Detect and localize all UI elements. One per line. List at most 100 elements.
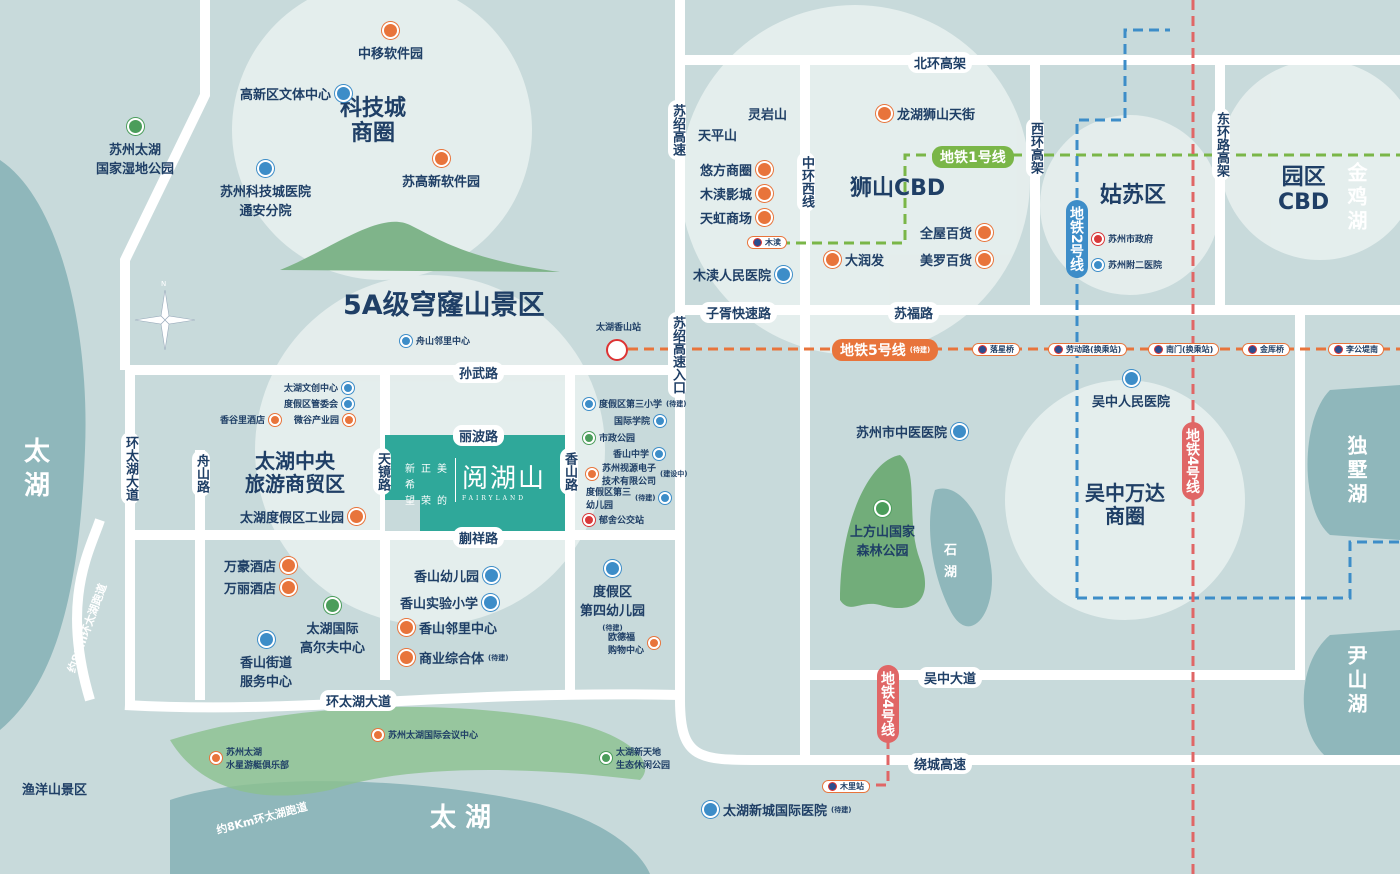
hospital-school-icon: [335, 85, 353, 102]
poi-label: 高新区文体中心: [240, 88, 332, 103]
road-xihuan: 西环高架: [1026, 118, 1044, 178]
poi-label: 天平山: [698, 129, 738, 144]
poi-label: 渔洋山景区: [22, 783, 88, 798]
district-gusu: 姑苏区: [1100, 183, 1167, 208]
poi: 香谷里酒店: [220, 413, 282, 426]
compass-icon: [134, 289, 196, 351]
metro-line4-a: 地铁4号线: [1182, 422, 1204, 500]
poi: 灵岩山: [748, 104, 787, 123]
building-icon: [398, 619, 415, 636]
road-huanhu-v: 环太湖大道: [121, 432, 139, 505]
poi-label: 太湖度假区工业园: [240, 511, 345, 526]
hospital-school-icon: [951, 423, 969, 440]
poi-label: 太湖文创中心: [284, 384, 339, 394]
hospital-school-icon: [483, 567, 501, 584]
park-icon: [583, 431, 595, 444]
poi: 太湖国际 高尔夫中心: [300, 597, 365, 656]
poi-label: 欧德福 购物中心: [608, 633, 645, 656]
station: 劳动路(换乘站): [1048, 343, 1128, 356]
district-keji: 科技城 商圈: [340, 96, 407, 147]
lake-taihu-bottom: 太 湖: [430, 803, 492, 833]
metro-logo-icon: [606, 339, 628, 361]
park-icon: [600, 752, 612, 764]
building-icon: [372, 728, 384, 741]
district-shishan: 狮山CBD: [850, 176, 946, 201]
road-sushao-ramp: 苏绍高速入口: [668, 312, 686, 398]
poi: 全屋百货: [920, 223, 994, 242]
lake-yinshan: 尹山湖: [1344, 645, 1368, 717]
poi-label: 苏州市政府: [1108, 235, 1154, 245]
metro-icon: [1154, 345, 1163, 354]
poi: 天平山: [698, 125, 737, 144]
shi-lake: [930, 488, 992, 627]
district-scenic: 5A级穹窿山景区: [343, 290, 545, 321]
project-slogan: 新正美 希 望荣的: [405, 460, 455, 507]
poi: 太湖新天地 生态休闲公园: [600, 745, 670, 771]
hospital-school-icon: [659, 492, 672, 504]
building-icon: [976, 224, 994, 241]
metro-icon: [978, 345, 987, 354]
district-taihu-central: 太湖中央 旅游商贸区: [245, 449, 345, 496]
poi: 悠方商圈: [700, 160, 774, 179]
taihu-lake-bottom: [170, 781, 650, 874]
building-icon: [343, 413, 356, 426]
poi-label: 苏州科技城医院 通安分院: [220, 185, 312, 219]
road-libo: 丽波路: [453, 425, 505, 446]
poi: 苏州太湖国际会议中心: [372, 728, 478, 741]
poi-label: 天虹商场: [700, 212, 753, 227]
hospital-school-icon: [653, 447, 666, 460]
poi: 木渎影城: [700, 184, 774, 203]
poi-label: 苏州市中医医院: [856, 426, 948, 441]
poi: 香山街道 服务中心: [240, 631, 292, 690]
poi-label: 吴中人民医院: [1092, 395, 1171, 410]
poi-label: 悠方商圈: [700, 164, 753, 179]
poi-note: (待建): [488, 653, 509, 662]
poi-label: 上方山国家 森林公园: [850, 525, 916, 559]
poi-label: 苏州太湖 水星游艇俱乐部: [226, 748, 290, 771]
hospital-school-icon: [482, 594, 500, 611]
hospital-school-icon: [654, 414, 667, 427]
poi: 大润发: [824, 250, 884, 269]
poi: 苏州视源电子 技术有限公司(建设中): [586, 461, 687, 487]
building-icon: [756, 209, 774, 226]
poi: 苏州附二医院: [1092, 258, 1162, 271]
poi-label: 郁舍公交站: [599, 516, 645, 526]
hospital-school-icon: [257, 631, 275, 648]
poi-note: (待建): [602, 624, 623, 632]
station-label: 木里站: [840, 782, 864, 791]
poi-label: 苏州太湖 国家湿地公园: [96, 143, 175, 177]
slogan-char: 正: [421, 464, 431, 475]
poi: 市政公园: [583, 431, 635, 444]
building-icon: [824, 251, 841, 268]
metro-line5-label: 地铁5号线: [840, 343, 906, 359]
poi: 太湖新城国际医院(待建): [702, 800, 851, 819]
road-zhoushan: 舟山路: [192, 450, 210, 497]
station: 金厍桥: [1242, 343, 1290, 356]
poi-label: 香山街道 服务中心: [240, 656, 293, 690]
building-icon: [648, 637, 661, 649]
poi: 国际学院: [614, 414, 667, 427]
project-name-en: FAIRYLAND: [462, 495, 527, 502]
poi-label: 度假区第三小学: [599, 400, 663, 410]
road-sushao: 苏绍高速: [668, 100, 686, 160]
poi: 苏州太湖 国家湿地公园: [96, 118, 174, 177]
building-icon: [586, 468, 598, 480]
landmark-icon: [583, 513, 595, 526]
station: 南门(换乘站): [1148, 343, 1220, 356]
station: 木里站: [822, 780, 870, 793]
station-label: 金厍桥: [1260, 345, 1284, 354]
poi: 上方山国家 森林公园: [850, 500, 915, 559]
poi: 香山幼儿园: [414, 566, 501, 585]
road-sunwu: 孙武路: [453, 362, 505, 383]
slogan-char: 新: [405, 464, 415, 475]
poi: 商业综合体(待建): [398, 648, 508, 667]
road-xiangshan: 香山路: [560, 448, 578, 495]
park-icon: [324, 597, 341, 614]
metro-icon: [1054, 345, 1063, 354]
slogan-char: 希: [405, 480, 415, 491]
poi-label: 太湖国际 高尔夫中心: [300, 622, 366, 656]
project-logo[interactable]: 阅湖山 FAIRYLAND: [455, 458, 546, 502]
poi-label: 木渎人民医院: [693, 269, 772, 284]
poi-label: 太湖新天地 生态休闲公园: [616, 748, 671, 771]
road-raocheng: 绕城高速: [908, 753, 973, 774]
